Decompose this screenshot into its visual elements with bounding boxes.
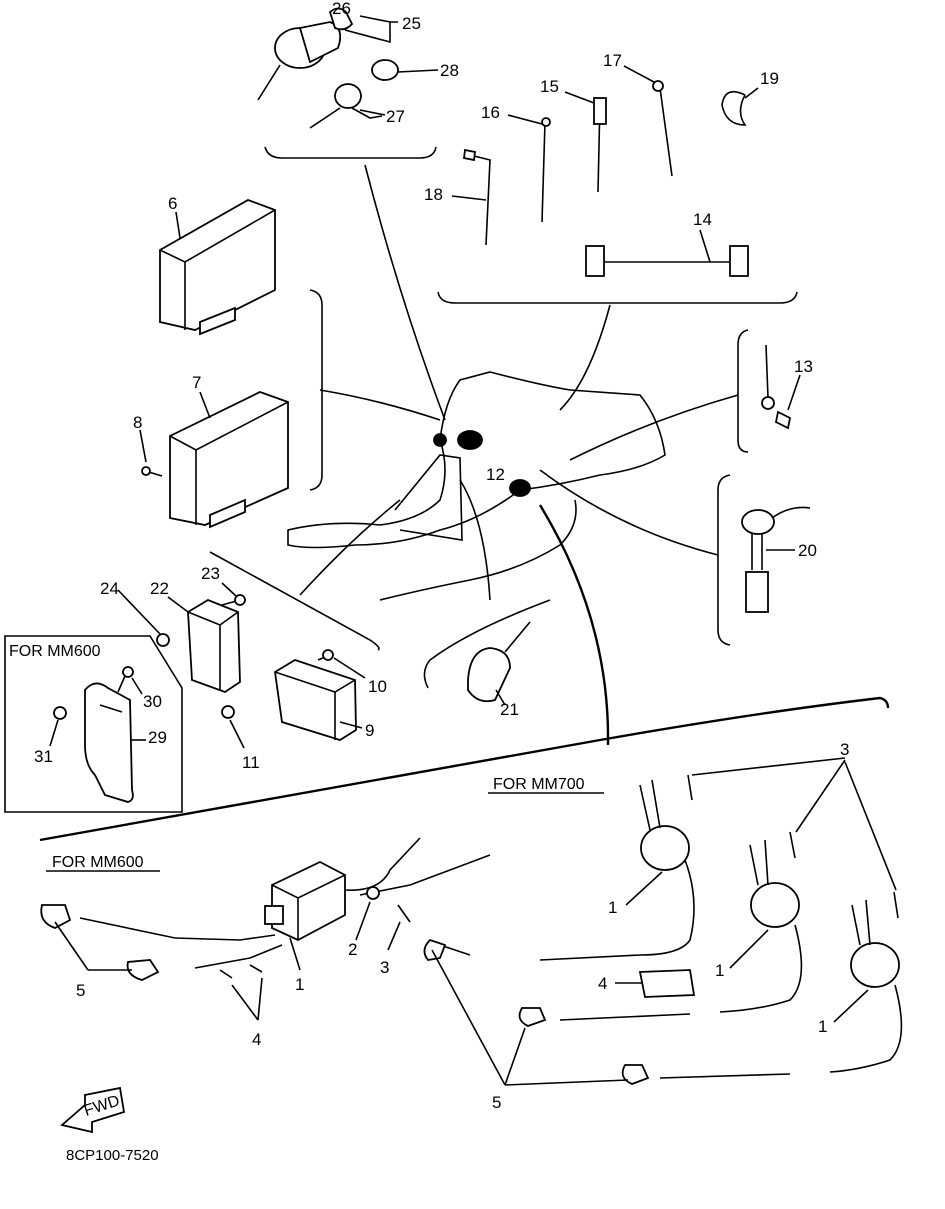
callout-1-mm700-a: 1 (608, 898, 617, 917)
nut-24-shape (156, 633, 170, 647)
frame-sketch (287, 371, 666, 549)
terminal-2 (366, 886, 380, 900)
mm600-inset-box (4, 635, 183, 813)
band-17 (659, 87, 673, 177)
callout-16: 16 (481, 103, 500, 122)
callout-23: 23 (201, 564, 220, 583)
callout-15: 15 (540, 77, 559, 96)
switch-27-shape (334, 83, 362, 109)
callout-28: 28 (440, 61, 459, 80)
callout-13: 13 (794, 357, 813, 376)
screw-3a (687, 774, 693, 801)
callout-1-mm700-c: 1 (818, 1017, 827, 1036)
ground-lead-13 (765, 344, 769, 399)
bracket-regulator-group (209, 551, 380, 651)
coil-mm700-a (423, 779, 695, 961)
bracket-wire-group (437, 291, 798, 304)
bracket-sensor-group (717, 474, 731, 646)
bracket-ground-group (737, 329, 749, 453)
callout-21: 21 (500, 700, 519, 719)
callout-25: 25 (402, 14, 421, 33)
bolt-30-head (122, 666, 134, 678)
cdi-unit-7-shape (169, 391, 289, 526)
callout-4-mm600: 4 (252, 1030, 261, 1049)
callout-8: 8 (133, 413, 142, 432)
callout-3-mm700: 3 (840, 740, 849, 759)
sensor-20-shape (741, 509, 775, 535)
wire-18 (469, 154, 491, 246)
fwd-arrow-icon (60, 1086, 126, 1134)
callout-7: 7 (192, 373, 201, 392)
regulator-22-shape (187, 598, 241, 694)
callout-17: 17 (603, 51, 622, 70)
callout-22: 22 (150, 579, 169, 598)
drawing-code: 8CP100-7520 (66, 1147, 159, 1164)
cdi-unit-6-shape (159, 199, 276, 331)
clamp-4-mm700 (638, 969, 696, 998)
clip-19 (721, 90, 747, 126)
bracket-29-shape (84, 682, 134, 803)
callout-5-mm700: 5 (492, 1093, 501, 1112)
screw-3b (789, 831, 796, 859)
bracket-21-group (423, 599, 551, 689)
key-26-shape (328, 7, 354, 31)
coil-mm600 (40, 837, 491, 981)
callout-14: 14 (693, 210, 712, 229)
callout-10: 10 (368, 677, 387, 696)
screw-3c (893, 891, 899, 919)
callout-31: 31 (34, 747, 53, 766)
nut-28-shape (371, 59, 399, 81)
callout-29: 29 (148, 728, 167, 747)
sensor-21-shape (467, 647, 511, 703)
section-divider (39, 696, 890, 842)
callout-1-mm700-b: 1 (715, 961, 724, 980)
callout-12: 12 (486, 465, 505, 484)
for-mm600-top-label: FOR MM600 (9, 643, 101, 660)
callout-1-mm600: 1 (295, 975, 304, 994)
nut-31-shape (53, 706, 67, 720)
callout-26: 26 (332, 0, 351, 18)
bracket-switch-group (264, 146, 437, 159)
callout-18: 18 (424, 185, 443, 204)
callout-19: 19 (760, 69, 779, 88)
callout-5-mm600: 5 (76, 981, 85, 1000)
for-mm700-label: FOR MM700 (493, 776, 585, 793)
band-16 (541, 121, 546, 223)
nut-11-shape (221, 705, 235, 719)
callout-11: 11 (242, 753, 260, 772)
screw-3-mm600 (397, 904, 411, 923)
rectifier-9-shape (274, 659, 357, 741)
callout-24: 24 (100, 579, 119, 598)
coil-mm700-c (621, 899, 903, 1085)
callout-9: 9 (365, 721, 374, 740)
callout-3-mm600: 3 (380, 958, 389, 977)
callouts: 26 25 28 27 17 19 15 16 18 14 6 7 8 (34, 0, 897, 1112)
callout-27: 27 (386, 107, 405, 126)
callout-2: 2 (348, 940, 357, 959)
for-mm600-bottom-label: FOR MM600 (52, 854, 144, 871)
coil-mm700-b (518, 839, 803, 1027)
callout-4-mm700: 4 (598, 974, 607, 993)
callout-20: 20 (798, 541, 817, 560)
callout-30: 30 (143, 692, 162, 711)
callout-6: 6 (168, 194, 177, 213)
